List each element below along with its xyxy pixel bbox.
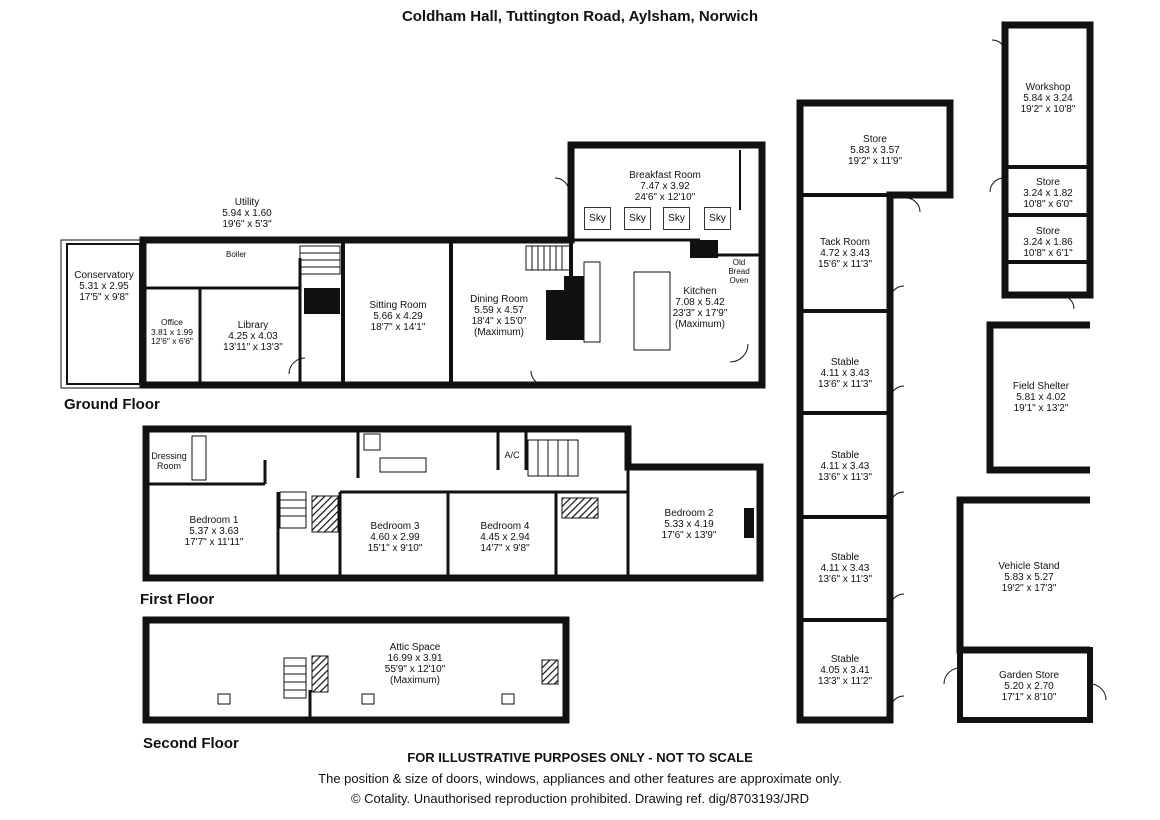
- field-shelter-walls: [986, 321, 1090, 474]
- outbuildings-plan: [796, 21, 1107, 724]
- disclaimer-heading: FOR ILLUSTRATIVE PURPOSES ONLY - NOT TO …: [407, 750, 753, 765]
- boiler-label: Boiler: [226, 250, 247, 259]
- page-title: Coldham Hall, Tuttington Road, Aylsham, …: [401, 8, 759, 25]
- first-floor-walls: [142, 425, 764, 582]
- first-floor-label: First Floor: [140, 591, 215, 608]
- workshop-walls: [1001, 21, 1094, 299]
- second-floor-walls: [142, 616, 570, 724]
- copyright-text: © Cotality. Unauthorised reproduction pr…: [350, 791, 810, 806]
- disclaimer-text: The position & size of doors, windows, a…: [318, 771, 842, 786]
- second-floor-label: Second Floor: [143, 735, 239, 752]
- conservatory-walls: [66, 243, 141, 385]
- skylight-1: Sky: [584, 207, 611, 230]
- skylight-2: Sky: [624, 207, 651, 230]
- first-floor-plan: [142, 425, 764, 582]
- skylight-4: Sky: [704, 207, 731, 230]
- ground-floor-label: Ground Floor: [64, 396, 160, 413]
- skylight-3: Sky: [663, 207, 690, 230]
- ac-label: A/C: [504, 450, 520, 460]
- second-floor-plan: [142, 616, 570, 724]
- ground-floor-plan: [60, 141, 766, 389]
